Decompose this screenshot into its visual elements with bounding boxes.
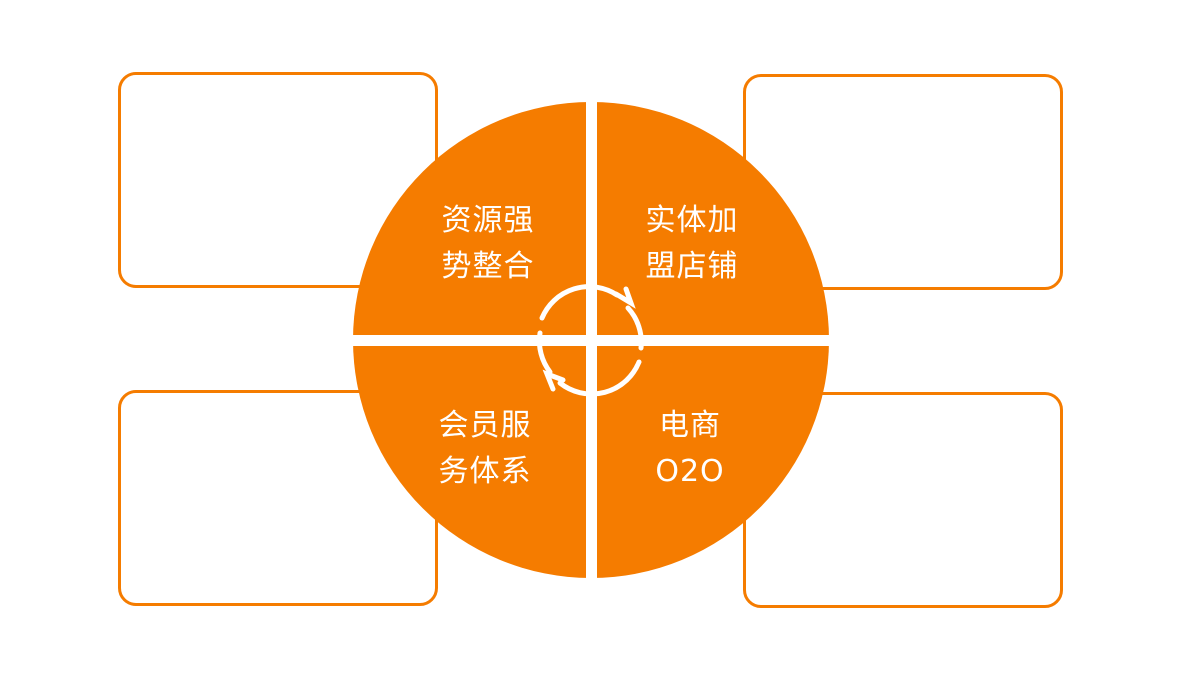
quadrant-label-line: O2O bbox=[655, 454, 725, 489]
quadrant-label-line: 资源强 bbox=[441, 203, 535, 238]
quadrant-label-bottom-left: 会员服 务体系 bbox=[410, 403, 560, 495]
quadrant-label-top-left: 资源强 势整合 bbox=[413, 198, 563, 290]
quadrant-label-line: 势整合 bbox=[441, 249, 535, 284]
quadrant-label-top-right: 实体加 盟店铺 bbox=[617, 198, 767, 290]
quadrant-label-line: 实体加 bbox=[645, 203, 739, 238]
horizontal-divider bbox=[345, 335, 837, 346]
quadrant-label-line: 电商 bbox=[659, 408, 721, 443]
refresh-cycle-icon bbox=[536, 284, 644, 397]
quadrant-label-bottom-right: 电商 O2O bbox=[615, 403, 765, 495]
quadrant-label-line: 盟店铺 bbox=[645, 249, 739, 284]
quadrant-label-line: 会员服 bbox=[438, 408, 532, 443]
quadrant-label-line: 务体系 bbox=[438, 454, 532, 489]
content-box-top-left bbox=[118, 72, 438, 288]
